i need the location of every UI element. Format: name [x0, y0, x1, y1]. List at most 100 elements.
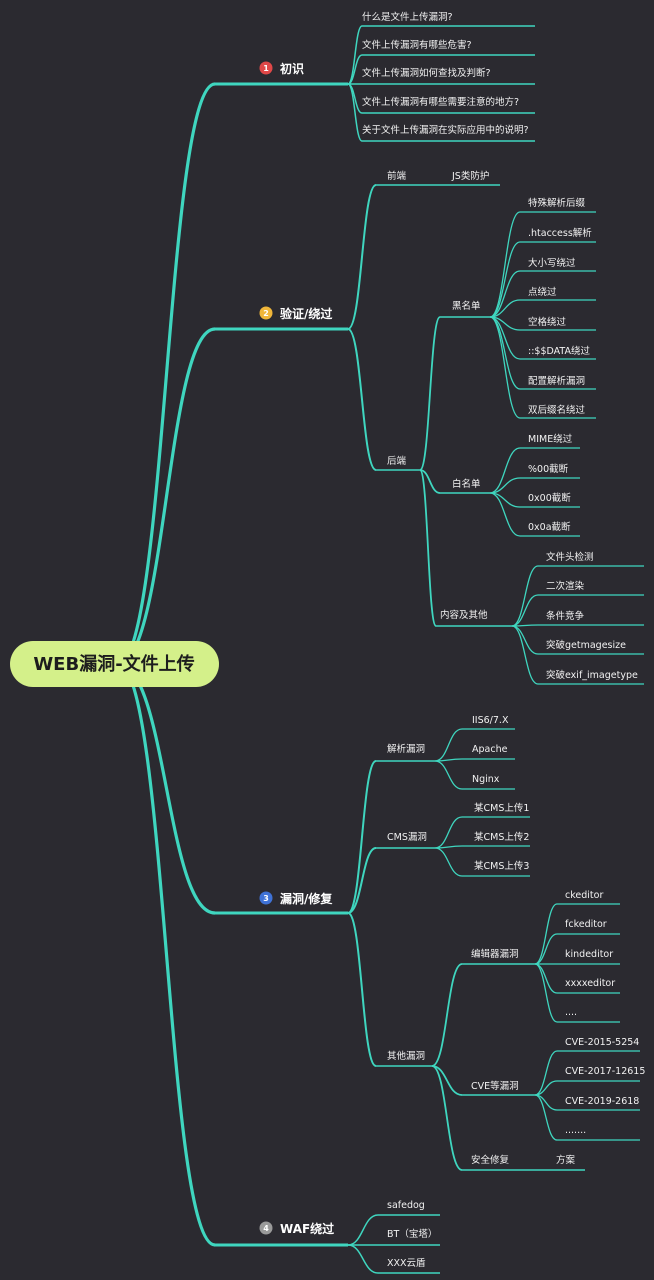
connector-line	[534, 933, 558, 965]
connector-line	[347, 847, 377, 914]
other-vuln-node[interactable]: 其他漏洞	[387, 1050, 425, 1062]
badge-3-icon	[259, 891, 273, 905]
fix-plan-node[interactable]: 方案	[556, 1154, 576, 1166]
content-item[interactable]: 突破exif_imagetype	[546, 669, 638, 681]
content-item[interactable]: 二次渲染	[546, 580, 585, 592]
connector-line	[419, 316, 441, 471]
blacklist-item[interactable]: 特殊解析后缀	[528, 197, 586, 209]
security-fix-node[interactable]: 安全修复	[471, 1154, 510, 1166]
badge-3-number: 3	[263, 894, 269, 903]
content-item[interactable]: 突破getmagesize	[546, 639, 626, 651]
content-item[interactable]: 条件竞争	[546, 610, 585, 622]
whitelist-item[interactable]: %00截断	[528, 463, 569, 475]
parse-vuln-node[interactable]: 解析漏洞	[387, 743, 425, 755]
blacklist-node[interactable]: 黑名单	[452, 300, 481, 312]
connector-lines	[117, 25, 644, 1274]
editor-item[interactable]: ....	[565, 1007, 577, 1018]
blacklist-item[interactable]: .htaccess解析	[528, 227, 592, 239]
blacklist-item[interactable]: 空格绕过	[528, 316, 567, 328]
cms-vuln-item[interactable]: 某CMS上传1	[474, 802, 529, 814]
connector-line	[534, 1094, 558, 1141]
root-label: WEB漏洞-文件上传	[33, 653, 194, 675]
intro-item[interactable]: 什么是文件上传漏洞?	[362, 11, 453, 23]
cve-vuln-node[interactable]: CVE等漏洞	[471, 1080, 519, 1092]
blacklist-item[interactable]: 双后缀名绕过	[528, 404, 586, 416]
editor-item[interactable]: fckeditor	[565, 919, 607, 930]
connector-line	[489, 299, 521, 318]
intro-item[interactable]: 文件上传漏洞如何查找及判断?	[362, 67, 491, 79]
cve-item[interactable]: CVE-2015-5254	[565, 1037, 639, 1048]
parse-vuln-item[interactable]: Apache	[472, 744, 508, 755]
cve-item[interactable]: .......	[565, 1125, 586, 1136]
cve-item[interactable]: CVE-2017-12615	[565, 1066, 645, 1077]
branch-vuln-fix[interactable]: 3 漏洞/修复	[259, 891, 334, 906]
connector-line	[347, 760, 377, 914]
blacklist-item[interactable]: 大小写绕过	[528, 257, 576, 269]
connector-line	[534, 963, 558, 1023]
js-protection-node[interactable]: JS类防护	[451, 170, 489, 182]
waf-item[interactable]: safedog	[387, 1200, 425, 1211]
editor-item[interactable]: ckeditor	[565, 890, 603, 901]
parse-vuln-item[interactable]: IIS6/7.X	[472, 715, 509, 726]
branch-bypass-label: 验证/绕过	[280, 306, 332, 321]
editor-item[interactable]: xxxxeditor	[565, 978, 615, 989]
frontend-node[interactable]: 前端	[387, 170, 407, 182]
connector-line	[347, 54, 363, 85]
connector-line	[347, 83, 363, 142]
backend-node[interactable]: 后端	[387, 455, 407, 467]
connector-line	[534, 903, 558, 965]
connector-line	[347, 1244, 379, 1274]
connector-line	[347, 1214, 379, 1246]
connector-line	[489, 477, 521, 494]
whitelist-item[interactable]: 0x00截断	[528, 492, 571, 504]
connector-line	[434, 847, 463, 877]
connector-line	[431, 963, 463, 1067]
branch-bypass[interactable]: 2 验证/绕过	[259, 306, 333, 321]
connector-line	[434, 760, 463, 790]
connector-line	[489, 241, 521, 318]
waf-item[interactable]: BT（宝塔）	[387, 1228, 437, 1240]
connector-line	[489, 211, 521, 318]
intro-item[interactable]: 文件上传漏洞有哪些需要注意的地方?	[362, 96, 519, 108]
waf-items: safedog BT（宝塔） XXX云盾	[387, 1200, 437, 1269]
connector-line	[489, 492, 521, 537]
intro-item[interactable]: 文件上传漏洞有哪些危害?	[362, 39, 472, 51]
parse-vuln-item[interactable]: Nginx	[472, 774, 500, 785]
connector-line	[431, 1065, 463, 1171]
connector-line	[511, 625, 539, 685]
connector-line	[347, 912, 377, 1067]
content-item[interactable]: 文件头检测	[546, 551, 594, 563]
whitelist-item[interactable]: MIME绕过	[528, 433, 573, 445]
branch-intro[interactable]: 1 初识	[259, 61, 305, 76]
connector-line	[534, 963, 558, 994]
branch-waf-label: WAF绕过	[280, 1221, 334, 1236]
connector-line	[489, 270, 521, 318]
blacklist-item[interactable]: 配置解析漏洞	[528, 375, 585, 387]
connector-line	[511, 594, 539, 627]
editor-item[interactable]: kindeditor	[565, 949, 613, 960]
connector-line	[347, 25, 363, 85]
content-other-node[interactable]: 内容及其他	[440, 609, 488, 621]
cve-item[interactable]: CVE-2019-2618	[565, 1096, 639, 1107]
whitelist-node[interactable]: 白名单	[452, 478, 481, 490]
connector-line	[511, 565, 539, 627]
intro-item[interactable]: 关于文件上传漏洞在实际应用中的说明?	[362, 124, 529, 136]
blacklist-item[interactable]: 点绕过	[528, 286, 557, 298]
branch-waf[interactable]: 4 WAF绕过	[259, 1221, 335, 1236]
badge-1-number: 1	[263, 64, 269, 73]
connector-line	[117, 82, 216, 666]
blacklist-item[interactable]: ::$$DATA绕过	[528, 345, 590, 357]
connector-line	[347, 184, 377, 330]
connector-line	[434, 728, 463, 762]
root-node-background	[10, 641, 219, 687]
cms-vuln-node[interactable]: CMS漏洞	[387, 831, 427, 843]
connector-line	[117, 662, 216, 1247]
cms-vuln-item[interactable]: 某CMS上传2	[474, 831, 529, 843]
connector-line	[419, 469, 437, 627]
cms-vuln-item[interactable]: 某CMS上传3	[474, 860, 529, 872]
waf-item[interactable]: XXX云盾	[387, 1257, 426, 1269]
editor-vuln-node[interactable]: 编辑器漏洞	[471, 948, 519, 960]
whitelist-item[interactable]: 0x0a截断	[528, 521, 571, 533]
root-node[interactable]: WEB漏洞-文件上传	[10, 641, 219, 687]
